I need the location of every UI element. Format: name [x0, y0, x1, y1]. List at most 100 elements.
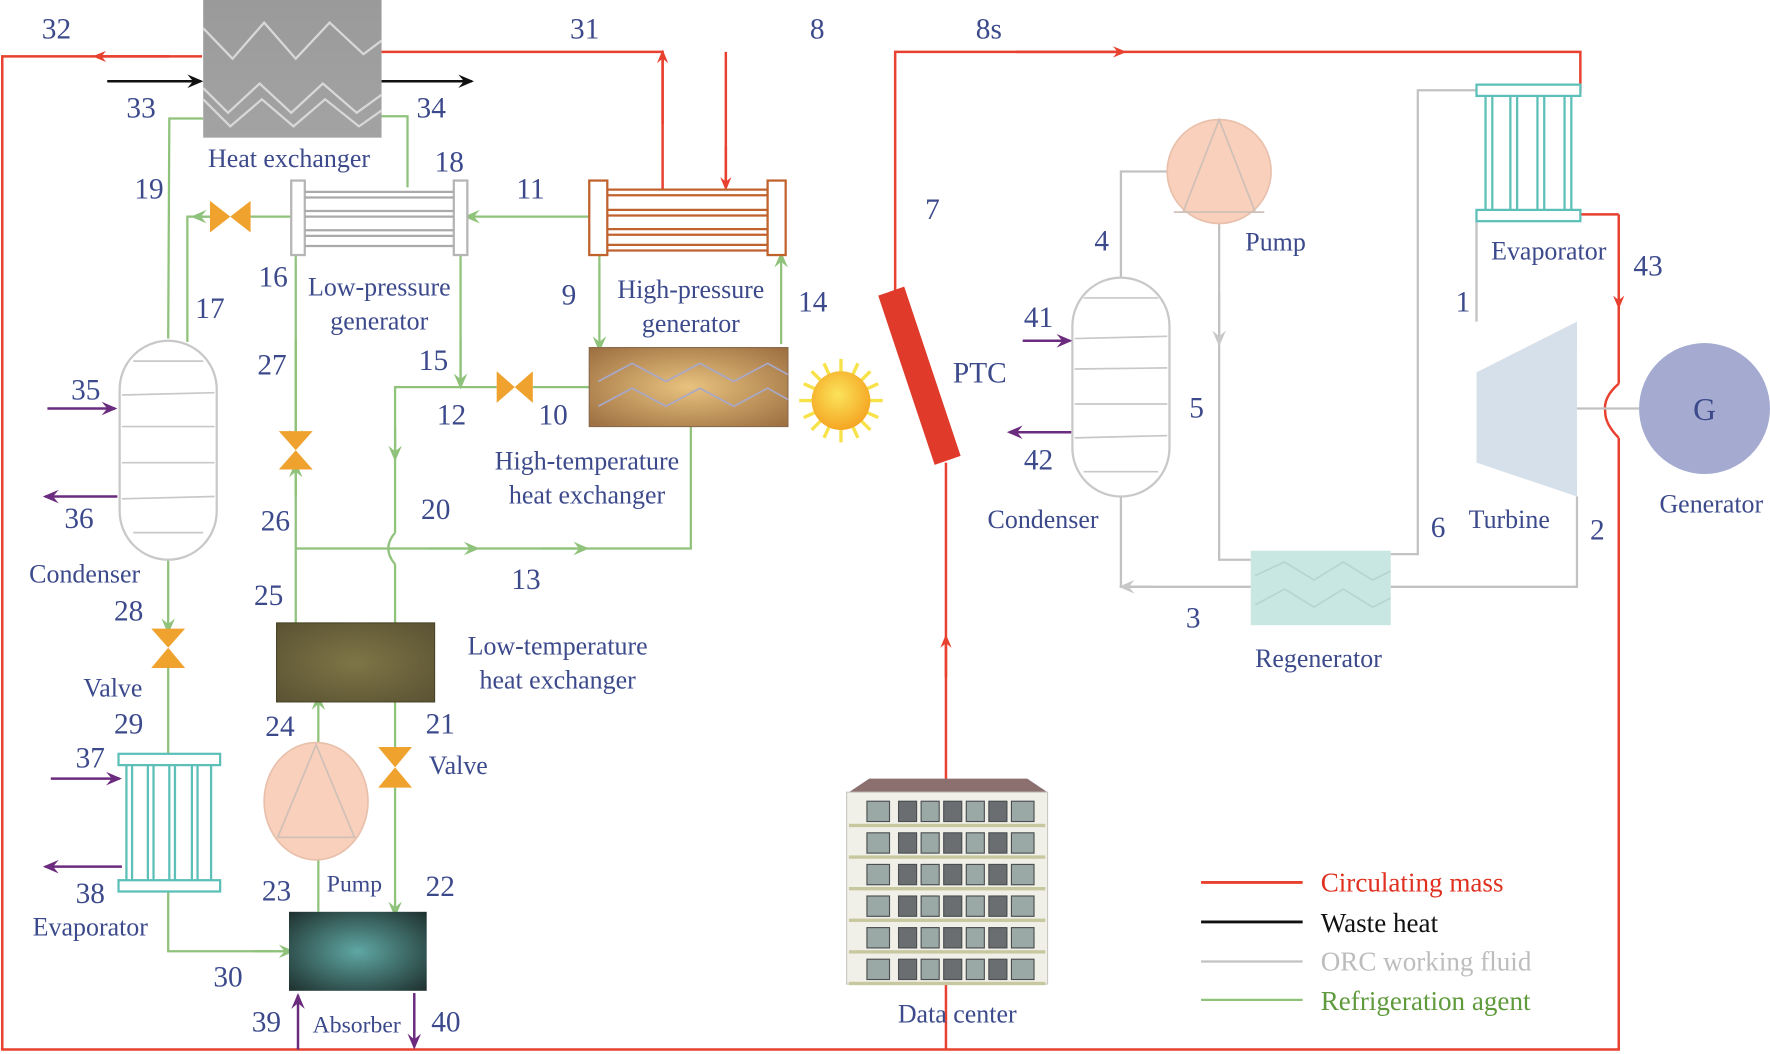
building-window: [1010, 832, 1035, 854]
state-point: 29: [114, 709, 143, 741]
data-center-building-icon: [846, 778, 1049, 986]
state-point: 20: [421, 494, 450, 526]
building-floor-band: [848, 950, 1046, 954]
building-floor-band: [848, 855, 1046, 859]
building-window: [866, 895, 891, 917]
label-condenser-left: Condenser: [29, 559, 140, 588]
refrigeration-lines: [161, 115, 788, 959]
valve-icon: [496, 371, 533, 403]
building-window: [897, 927, 918, 949]
label-valve-mid: Valve: [429, 751, 488, 780]
label-evaporator-right: Evaporator: [1491, 237, 1607, 266]
label-high-pressure-generator-1: High-pressure: [617, 275, 764, 304]
absorber: [288, 911, 427, 1050]
building-window: [897, 800, 918, 823]
building-window: [897, 958, 918, 981]
building-floor-band: [848, 823, 1046, 828]
building-window: [866, 927, 891, 949]
valve-icon: [278, 431, 313, 470]
building-window: [866, 832, 891, 854]
high-temperature-heat-exchanger: [588, 347, 789, 428]
low-pressure-generator: [290, 179, 469, 257]
label-low-temp-hx-1: Low-temperature: [468, 632, 648, 661]
label-low-pressure-generator-2: generator: [330, 307, 428, 336]
building-window: [965, 800, 985, 823]
low-temperature-heat-exchanger: [275, 622, 436, 703]
label-ptc: PTC: [953, 358, 1007, 390]
state-point: 42: [1024, 444, 1053, 476]
turbine: [1476, 321, 1577, 497]
building-window: [965, 927, 985, 949]
building-window: [988, 832, 1008, 854]
label-turbine: Turbine: [1469, 505, 1550, 534]
state-point: 1: [1456, 286, 1471, 318]
state-point: 5: [1189, 393, 1204, 425]
building-window: [920, 895, 940, 917]
state-point: 22: [426, 871, 455, 903]
building-window: [943, 927, 963, 949]
state-point: 24: [265, 711, 295, 743]
state-point: 9: [562, 280, 577, 312]
building-window: [988, 895, 1008, 917]
evaporator-left: [42, 752, 222, 893]
state-point: 15: [419, 345, 448, 377]
legend-label: Refrigeration agent: [1321, 986, 1531, 1016]
building-window: [965, 863, 985, 886]
state-point: 27: [257, 350, 286, 382]
state-point: 8s: [976, 13, 1002, 45]
state-point: 23: [262, 876, 291, 908]
label-heat-exchanger: Heat exchanger: [208, 144, 370, 173]
label-generator: Generator: [1659, 489, 1763, 518]
ptc-collector: [878, 286, 961, 465]
label-absorber: Absorber: [313, 1013, 401, 1039]
legend-item-circulating-mass: Circulating mass: [1201, 868, 1504, 897]
label-condenser-right: Condenser: [988, 505, 1099, 534]
state-point: 41: [1024, 302, 1053, 334]
state-point: 34: [417, 92, 447, 124]
generator: [1639, 343, 1770, 474]
building-window: [988, 927, 1008, 949]
building-window: [1010, 895, 1035, 917]
evaporator-right: [1475, 83, 1582, 223]
state-point: 2: [1590, 514, 1605, 546]
label-regenerator: Regenerator: [1255, 644, 1382, 673]
pump-left: [263, 741, 369, 861]
state-point: 4: [1094, 226, 1109, 258]
generator-symbol: G: [1693, 392, 1716, 427]
sun-icon: [799, 358, 883, 443]
heat-exchanger: [202, 0, 383, 138]
circulating-mass-lines: [1, 46, 1625, 1051]
state-point: 26: [261, 505, 290, 537]
state-point: 36: [64, 503, 93, 535]
building-window: [943, 800, 963, 823]
building-floor-band: [848, 918, 1046, 922]
state-point-labels: 1 2 3 4 5 6 7 8 8s 9 10 11 12 13 14 15 1…: [42, 13, 1663, 1038]
building-window: [943, 958, 963, 981]
building-window: [920, 863, 940, 886]
legend-label: Waste heat: [1321, 908, 1439, 938]
condenser-left: [42, 339, 218, 561]
label-low-pressure-generator-1: Low-pressure: [308, 273, 451, 302]
state-point: 8: [810, 13, 825, 45]
label-high-temp-hx-1: High-temperature: [495, 446, 679, 475]
building-window: [920, 800, 940, 823]
label-high-pressure-generator-2: generator: [642, 309, 740, 338]
state-point: 39: [252, 1006, 281, 1038]
legend-item-waste-heat: Waste heat: [1201, 908, 1439, 938]
label-high-temp-hx-2: heat exchanger: [509, 480, 666, 509]
building-floor-band: [848, 886, 1046, 891]
building-window: [920, 958, 940, 981]
state-point: 13: [511, 564, 540, 596]
building-window: [1010, 927, 1035, 949]
valve-icon: [378, 747, 413, 788]
state-point: 3: [1186, 602, 1201, 634]
building-window: [920, 832, 940, 854]
regenerator: [1250, 550, 1392, 626]
high-pressure-generator: [588, 179, 787, 257]
state-point: 11: [516, 174, 544, 206]
building-window: [1010, 863, 1035, 886]
building-floor-band: [848, 981, 1046, 986]
building-window: [897, 863, 918, 886]
building-window: [1010, 800, 1035, 823]
